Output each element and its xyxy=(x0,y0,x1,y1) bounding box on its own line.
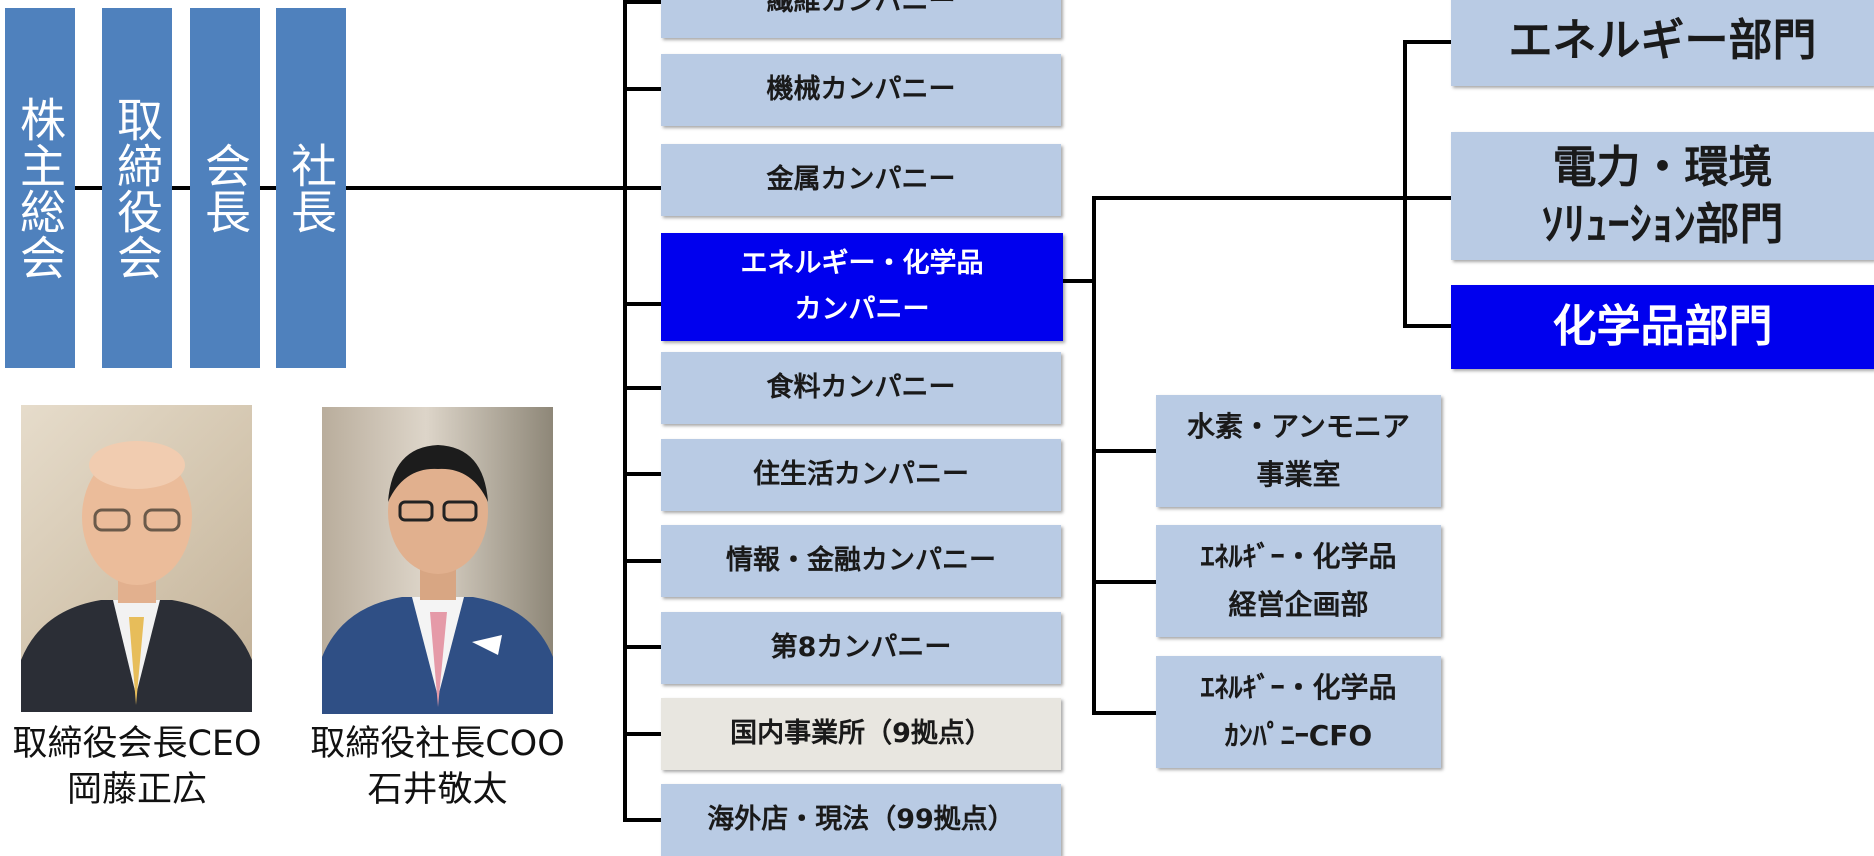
sub-branch-2 xyxy=(1092,711,1158,715)
company-ict-financial: 情報・金融カンパニー xyxy=(661,525,1061,597)
president-name: 石井敬太 xyxy=(367,769,508,810)
company-8th: 第8カンパニー xyxy=(661,612,1061,684)
hydrogen-ammonia-office: 水素・アンモニア 事業室 xyxy=(1156,395,1441,507)
board-of-directors-box: 取締役会 xyxy=(102,8,172,368)
company-energy-chemicals: エネルギー・化学品 カンパニー xyxy=(661,233,1063,341)
shareholders-meeting-box: 株主総会 xyxy=(5,8,75,368)
chairman-caption: 取締役会長CEO 岡藤正広 xyxy=(2,722,272,813)
company-branch-7 xyxy=(623,645,663,649)
company-branch-3 xyxy=(623,302,663,306)
overseas-offices: 海外店・現法（99拠点） xyxy=(661,784,1061,856)
division-chemicals: 化学品部門 xyxy=(1451,285,1874,369)
company-general-products: 住生活カンパニー xyxy=(661,439,1061,511)
division-energy: エネルギー部門 xyxy=(1451,0,1874,86)
division-connector xyxy=(1092,196,1452,200)
division-trunk xyxy=(1403,40,1407,328)
chairman-photo xyxy=(21,405,252,712)
chairman-box: 会長 xyxy=(190,8,260,368)
company-food: 食料カンパニー xyxy=(661,352,1061,424)
president-box: 社長 xyxy=(276,8,346,368)
company-branch-4 xyxy=(623,386,663,390)
chairman-title: 取締役会長CEO xyxy=(12,724,262,764)
chairman-name: 岡藤正広 xyxy=(66,769,207,810)
company-trunk xyxy=(623,0,627,822)
energy-chemicals-planning-dept: ｴﾈﾙｷﾞｰ・化学品 経営企画部 xyxy=(1156,525,1441,637)
division-branch-0 xyxy=(1403,40,1453,44)
sub-branch-1 xyxy=(1092,580,1158,584)
domestic-offices: 国内事業所（9拠点） xyxy=(661,698,1061,770)
sub-trunk xyxy=(1092,196,1096,715)
company-branch-2 xyxy=(523,186,663,190)
company-metals: 金属カンパニー xyxy=(661,144,1061,216)
energy-connector xyxy=(1062,279,1095,283)
company-branch-1 xyxy=(623,87,663,91)
company-branch-9 xyxy=(623,818,663,822)
division-branch-2 xyxy=(1403,324,1453,328)
sub-branch-0 xyxy=(1092,449,1158,453)
company-branch-8 xyxy=(623,732,663,736)
president-caption: 取締役社長COO 石井敬太 xyxy=(300,722,575,813)
president-title: 取締役社長COO xyxy=(310,724,565,764)
company-textile: 繊維カンパニー xyxy=(661,0,1061,38)
company-machinery: 機械カンパニー xyxy=(661,54,1061,126)
company-branch-6 xyxy=(623,559,663,563)
division-power-environment: 電力・環境 ｿﾘｭｰｼｮﾝ部門 xyxy=(1451,132,1874,260)
president-photo xyxy=(322,407,553,714)
company-branch-5 xyxy=(623,472,663,476)
energy-chemicals-cfo: ｴﾈﾙｷﾞｰ・化学品 ｶﾝﾊﾟﾆｰCFO xyxy=(1156,656,1441,768)
company-branch-0 xyxy=(623,0,663,4)
